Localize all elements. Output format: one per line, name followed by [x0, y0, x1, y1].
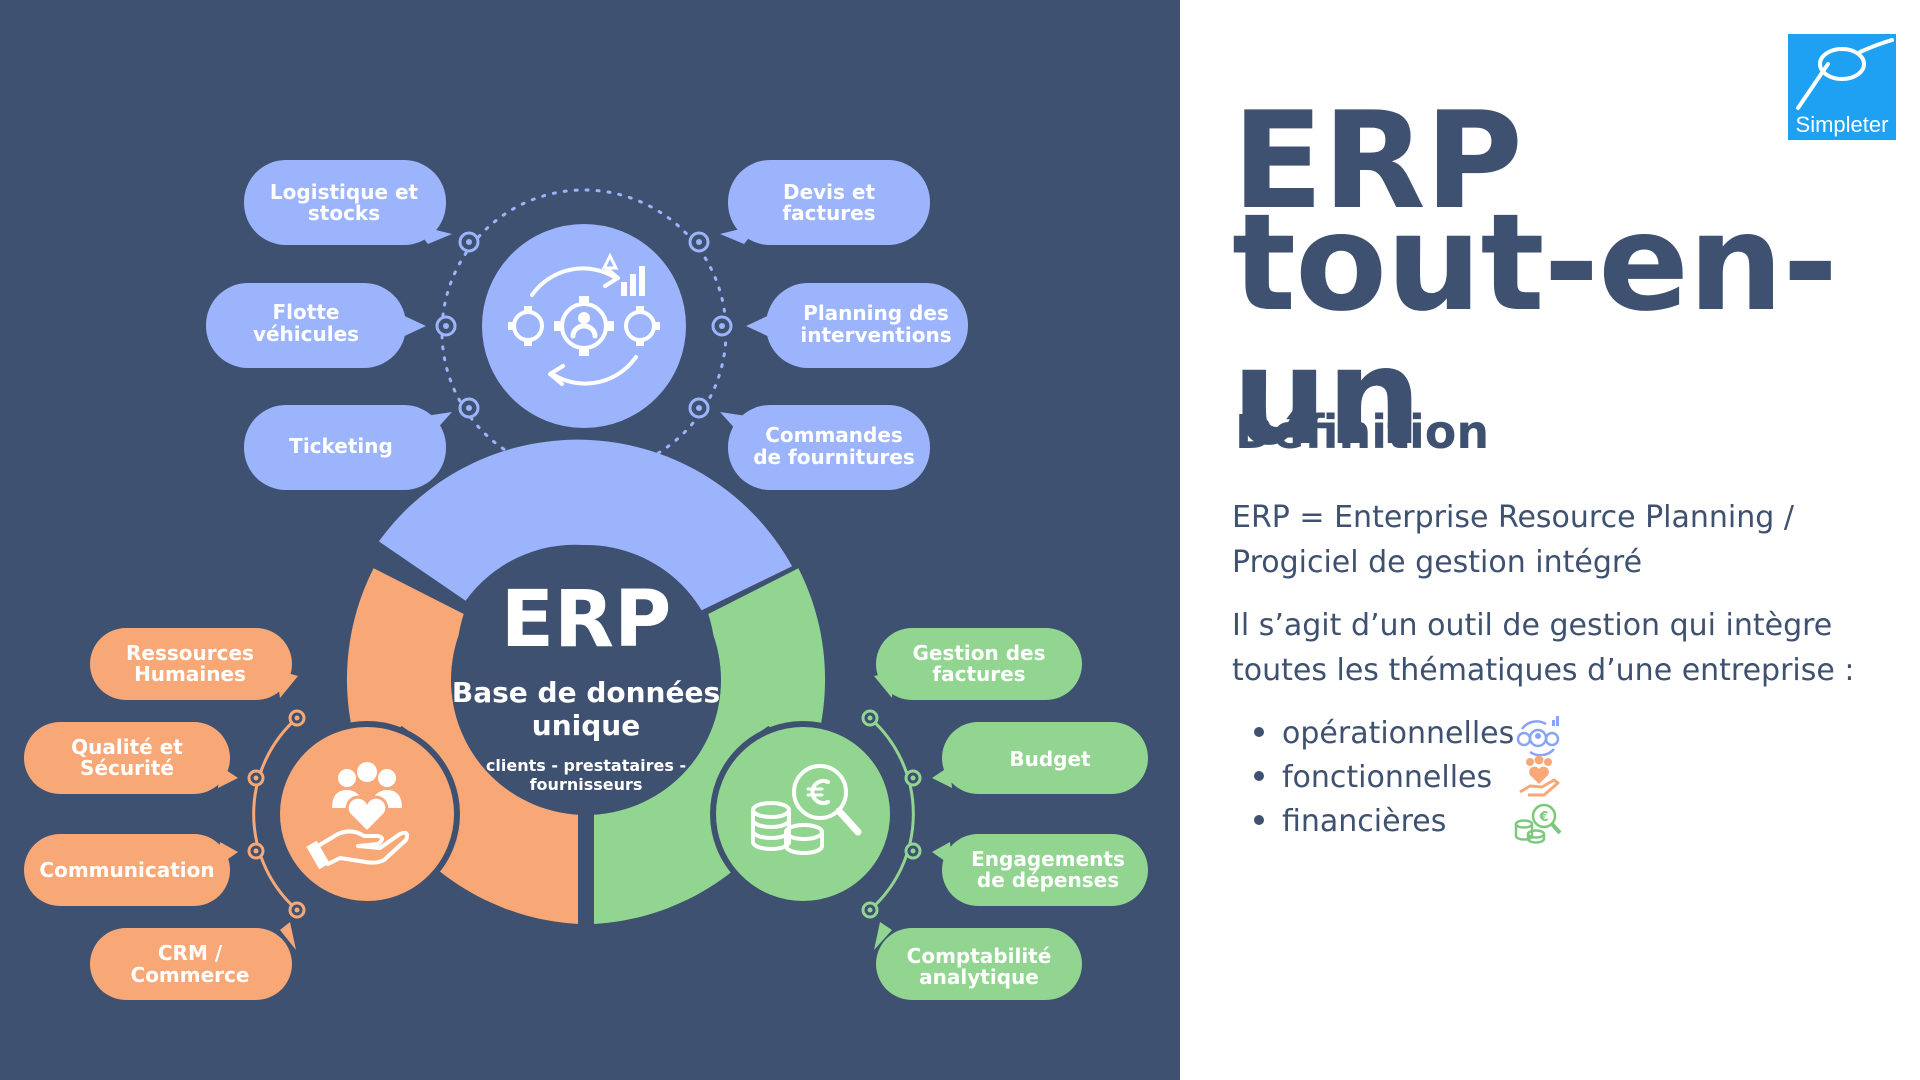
bubble-label: Qualité et [71, 735, 183, 759]
center-caption-line1: clients - prestataires - [486, 756, 686, 775]
page-title-line1: ERP [1232, 83, 1523, 239]
bubble-label: Devis et [783, 180, 875, 204]
bubble-flotte [206, 283, 406, 368]
bubble-rh [90, 628, 292, 700]
bubble-gestion-factures [876, 628, 1082, 700]
ring-segment-blue [378, 439, 793, 615]
bubble-commandes [728, 405, 930, 490]
bubble-comptabilite [876, 928, 1082, 1000]
coins-euro-magnifier-icon [751, 764, 862, 855]
bubble-label: interventions [800, 323, 951, 347]
bubble-label: Budget [1009, 747, 1091, 771]
bubble-label: Humaines [134, 662, 246, 686]
center-subtitle-line1: Base de données [452, 676, 720, 709]
bullet-dot [1254, 814, 1264, 825]
erp-diagram: ERP Base de données unique clients - pre… [0, 0, 1180, 1080]
bubble-label: de dépenses [977, 868, 1119, 892]
bubble-label: Gestion des [912, 641, 1045, 665]
bullet-functional: fonctionnelles [1254, 758, 1492, 798]
bubble-label: Sécurité [80, 756, 174, 780]
bullet-financial: financières [1254, 802, 1446, 842]
page-title-line2: tout-en-un [1232, 185, 1838, 475]
bubble-label: Engagements [971, 847, 1125, 871]
bubble-label: Flotte [273, 300, 340, 324]
bullet-dot [1254, 770, 1264, 781]
bubble-label: Commandes [765, 423, 903, 447]
bubble-devis [728, 160, 930, 245]
body-line1: Il s’agit d’un outil de gestion qui intè… [1232, 608, 1833, 643]
simpleter-logo: Simpleter [1788, 34, 1896, 140]
definition-line1: ERP = Enterprise Resource Planning / [1232, 500, 1794, 535]
bullet-dot [1254, 726, 1264, 737]
hand-heart-people-icon [306, 762, 410, 870]
bubble-communication [24, 834, 230, 906]
gears-small-icon [1516, 716, 1560, 756]
definition-line2: Progiciel de gestion intégré [1232, 545, 1643, 580]
bubble-label: factures [932, 662, 1025, 686]
bubble-label: Commerce [131, 963, 250, 987]
center-subtitle-line2: unique [532, 709, 640, 742]
center-title: ERP [501, 575, 672, 665]
bubble-logistique [244, 160, 446, 245]
logo-text: Simpleter [1795, 112, 1889, 137]
bubble-label: Ticketing [289, 434, 393, 458]
bubble-label: factures [782, 201, 875, 225]
hand-heart-small-icon [1519, 755, 1560, 797]
bubble-budget [942, 722, 1148, 794]
logo-mark [1796, 38, 1894, 110]
center-caption-line2: fournisseurs [530, 775, 643, 794]
bubble-label: véhicules [253, 322, 359, 346]
bubble-crm [90, 928, 292, 1000]
left-connector-arc [252, 716, 298, 912]
bubble-ticketing [244, 405, 446, 490]
bubble-label: Planning des [803, 301, 949, 325]
bubble-label: de fournitures [753, 445, 915, 469]
center-circle [451, 545, 721, 815]
bubble-label: Communication [39, 858, 214, 882]
definition-heading: Définition [1235, 405, 1490, 459]
bubble-label: analytique [919, 965, 1039, 989]
bubble-label: CRM / [158, 941, 223, 965]
bubble-label: stocks [308, 201, 380, 225]
bubble-qualite [24, 722, 230, 794]
bullet-label: opérationnelles [1282, 716, 1515, 751]
connector-nodes [247, 231, 922, 919]
bubble-engagements [942, 834, 1148, 906]
bubble-planning [766, 283, 968, 368]
bullet-operational: opérationnelles [1254, 714, 1514, 754]
bubble-label: Logistique et [270, 180, 419, 204]
body-line2: toutes les thématiques d’une entreprise … [1232, 653, 1855, 688]
bubble-label: Comptabilité [907, 944, 1052, 968]
right-connector-arc [869, 716, 915, 912]
svg-text:€: € [1538, 810, 1548, 825]
bullet-label: financières [1282, 804, 1447, 839]
bubble-label: Ressources [126, 641, 254, 665]
bullet-label: fonctionnelles [1282, 760, 1493, 795]
coins-small-icon: € [1514, 803, 1562, 844]
